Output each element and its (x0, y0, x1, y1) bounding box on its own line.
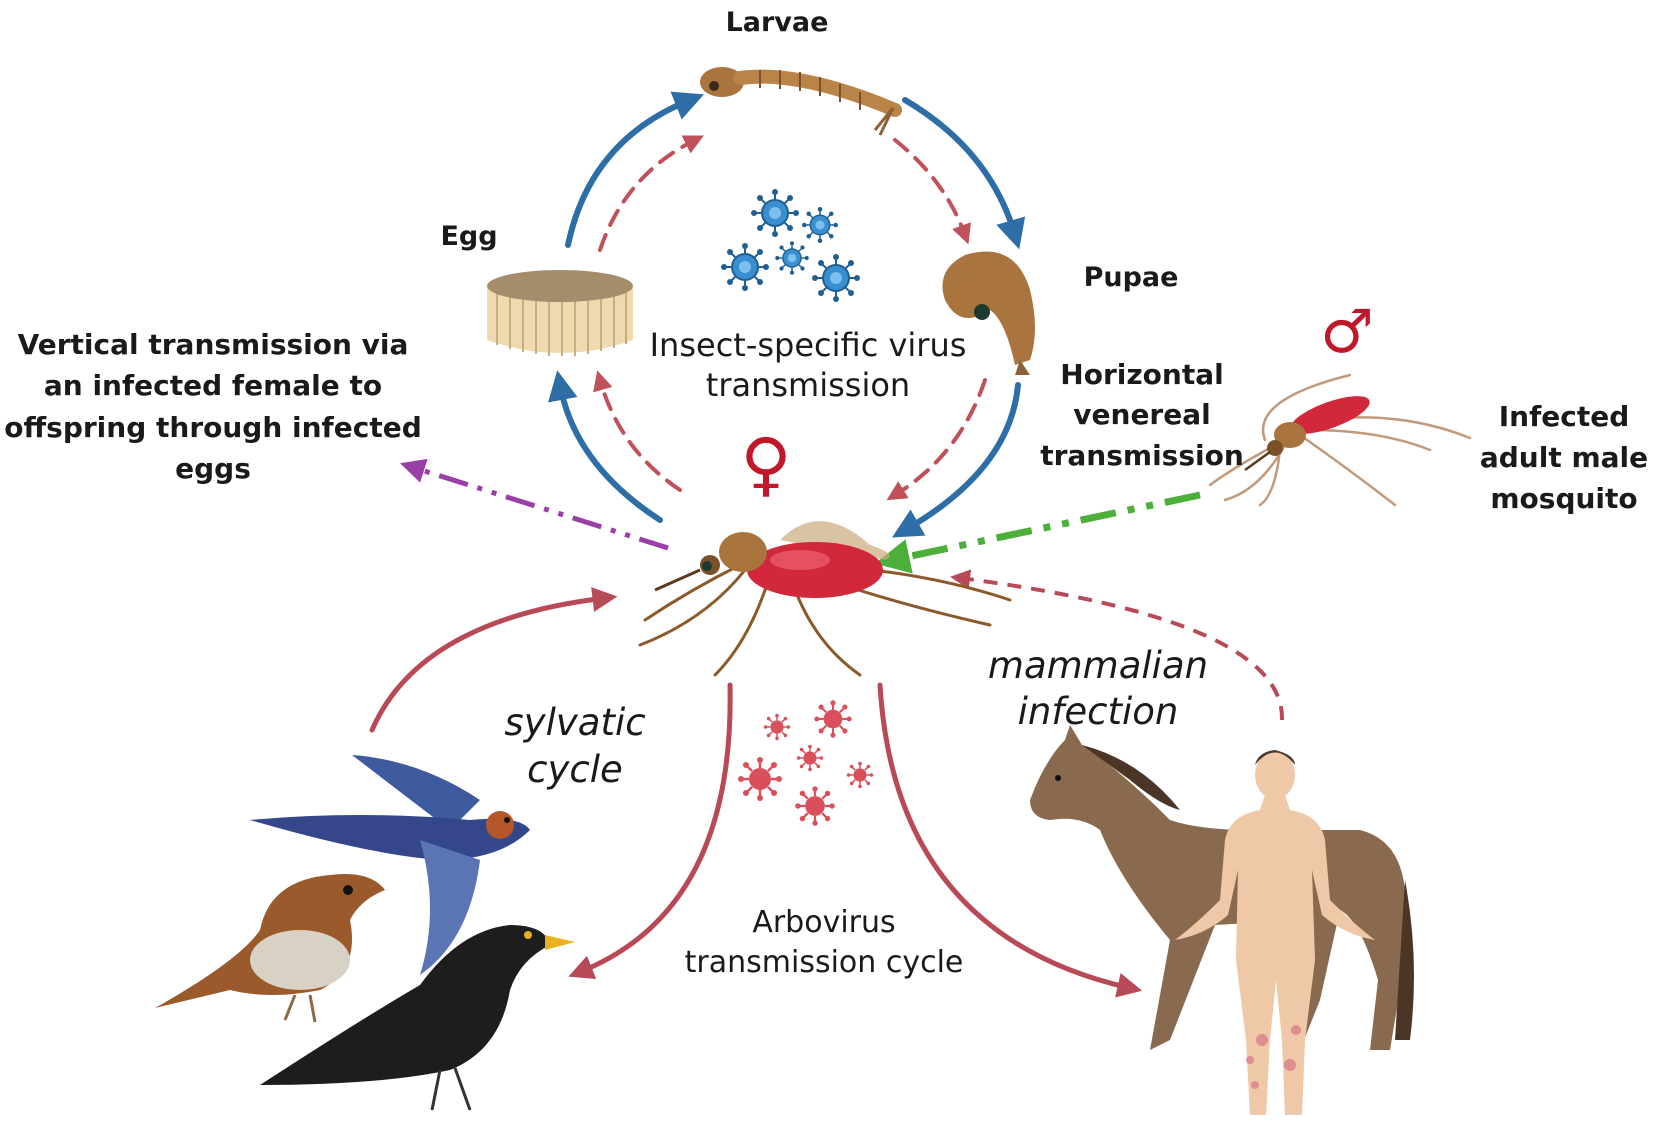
arrow-female-to-egg (548, 370, 663, 523)
blue-virus-cluster (720, 188, 861, 303)
svg-text:transmission cycle: transmission cycle (685, 945, 964, 980)
pupae-label: Pupae (1084, 262, 1179, 293)
blue-virus-icon (801, 206, 839, 244)
isv-dashed-arrows (593, 135, 987, 501)
arrow-mosquito-to-birds (568, 682, 733, 979)
dashed-egg-to-larvae (598, 135, 704, 252)
dashed-larvae-to-pupae (893, 138, 971, 245)
svg-text:Vertical transmission via: Vertical transmission via (18, 328, 409, 361)
horizontal-venereal-label: Horizontal venereal transmission (1040, 358, 1244, 472)
arrow-mammals-to-mosquito-dashed (950, 569, 1285, 721)
venereal-transmission-arrow (874, 491, 1201, 574)
svg-text:transmission: transmission (1040, 439, 1244, 472)
sparrow-icon (155, 874, 385, 1023)
svg-text:Horizontal: Horizontal (1060, 358, 1223, 391)
blackbird-icon (260, 925, 575, 1111)
human-icon (1175, 750, 1375, 1115)
dashed-female-to-egg (593, 370, 682, 492)
arrow-egg-to-larvae (565, 91, 704, 248)
red-virus-icon (736, 755, 784, 803)
red-virus-cluster (736, 699, 874, 827)
larva-icon (700, 67, 902, 136)
blue-virus-icon (720, 242, 770, 292)
lifecycle-arrows (548, 91, 1026, 538)
svg-text:an infected female to: an infected female to (44, 369, 382, 402)
vertical-transmission-arrow (400, 458, 669, 551)
svg-text:cycle: cycle (527, 748, 623, 791)
arrow-pupae-to-female (891, 382, 1021, 538)
isv-transmission-label: Insect-specific virus transmission (650, 326, 967, 404)
svg-text:mammalian: mammalian (988, 644, 1208, 687)
red-virus-icon (813, 699, 853, 739)
blue-virus-icon (774, 240, 810, 276)
male-symbol: ♂ (1320, 297, 1374, 367)
male-mosquito-icon (1208, 373, 1472, 507)
svg-text:Arbovirus: Arbovirus (752, 905, 895, 940)
svg-text:mosquito: mosquito (1490, 482, 1637, 515)
svg-text:eggs: eggs (175, 452, 251, 485)
sylvatic-cycle-label: sylvatic cycle (504, 701, 645, 791)
vertical-transmission-label: Vertical transmission via an infected fe… (4, 328, 422, 485)
arrow-birds-to-mosquito (369, 587, 618, 733)
egg-raft-icon (487, 270, 633, 356)
svg-text:offspring through infected: offspring through infected (4, 411, 422, 444)
swallow-icon (250, 755, 530, 975)
female-mosquito-icon (638, 521, 1012, 677)
svg-text:Insect-specific virus: Insect-specific virus (650, 326, 967, 364)
svg-text:transmission: transmission (706, 366, 910, 404)
blue-virus-icon (811, 253, 861, 303)
red-virus-icon (796, 744, 824, 772)
red-virus-icon (763, 713, 791, 741)
arbovirus-arrows (369, 587, 1143, 998)
pupa-icon (942, 251, 1035, 375)
dashed-pupae-to-female (886, 378, 987, 501)
svg-text:Infected: Infected (1499, 400, 1630, 433)
red-virus-icon (794, 785, 836, 827)
blue-virus-icon (750, 188, 800, 238)
svg-text:adult male: adult male (1480, 441, 1648, 474)
female-symbol: ♀ (740, 423, 791, 505)
egg-label: Egg (440, 221, 497, 252)
arbovirus-cycle-label: Arbovirus transmission cycle (685, 905, 964, 980)
larvae-label: Larvae (726, 7, 829, 38)
arrow-larvae-to-pupae (902, 97, 1026, 250)
infected-male-label: Infected adult male mosquito (1480, 400, 1648, 515)
svg-text:venereal: venereal (1073, 398, 1210, 431)
svg-text:infection: infection (1018, 690, 1179, 733)
red-virus-icon (846, 761, 874, 789)
svg-text:sylvatic: sylvatic (504, 701, 645, 744)
mammalian-infection-label: mammalian infection (988, 644, 1208, 733)
arrow-mosquito-to-mammals (877, 682, 1143, 998)
